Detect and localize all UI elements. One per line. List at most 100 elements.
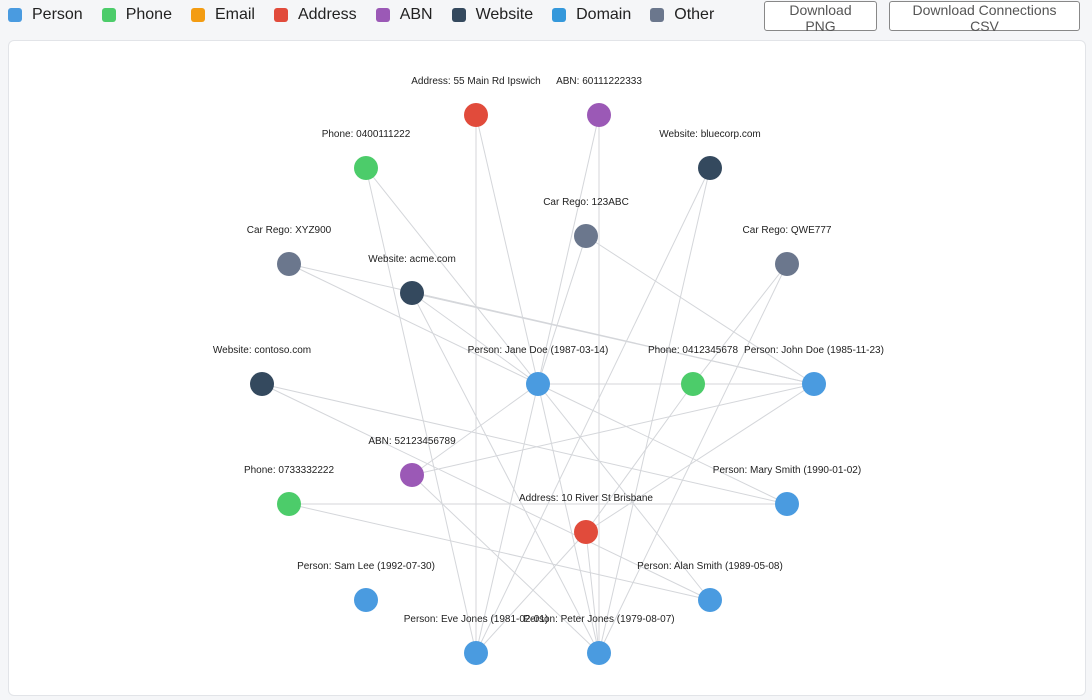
edge-car_123-p_jane <box>537 235 587 385</box>
node-web_acme[interactable]: Website: acme.com <box>368 254 456 305</box>
legend-swatch <box>190 8 205 22</box>
node-label: Website: acme.com <box>368 254 456 265</box>
download-csv-button[interactable]: Download Connections CSV <box>889 1 1080 34</box>
node-p_sam[interactable]: Person: Sam Lee (1992-07-30) <box>297 561 435 612</box>
node-circle[interactable] <box>277 492 301 516</box>
edge-p_jane-p_mary <box>537 383 788 505</box>
legend-item-abn: ABN <box>375 6 433 24</box>
edge-web_contoso-p_alan <box>261 383 711 601</box>
node-circle[interactable] <box>277 252 301 276</box>
legend-swatch <box>650 8 665 22</box>
node-label: ABN: 52123456789 <box>368 436 456 447</box>
node-circle[interactable] <box>526 372 550 396</box>
node-addr_main[interactable]: Address: 55 Main Rd Ipswich <box>411 76 541 127</box>
edge-phone_0733-p_alan <box>288 503 711 601</box>
node-label: Address: 10 River St Brisbane <box>519 493 653 504</box>
nodes-layer: Address: 55 Main Rd Ipswich ABN: 60111222… <box>213 76 884 665</box>
edge-p_jane-p_eve <box>475 383 539 654</box>
edge-p_jane-abn_521 <box>411 383 539 476</box>
node-p_john[interactable]: Person: John Doe (1985-11-23) <box>744 345 884 396</box>
legend-label: Phone <box>125 6 172 23</box>
node-circle[interactable] <box>775 252 799 276</box>
edge-car_123-p_john <box>585 235 815 385</box>
node-label: Person: John Doe (1985-11-23) <box>744 345 884 356</box>
node-circle[interactable] <box>587 641 611 665</box>
node-abn_521[interactable]: ABN: 52123456789 <box>368 436 456 487</box>
node-car_xyz[interactable]: Car Rego: XYZ900 <box>247 225 332 276</box>
edge-phone_0400-p_eve <box>365 167 477 654</box>
node-circle[interactable] <box>698 588 722 612</box>
node-label: Person: Jane Doe (1987-03-14) <box>468 345 609 356</box>
node-car_qwe[interactable]: Car Rego: QWE777 <box>743 225 832 276</box>
node-circle[interactable] <box>574 520 598 544</box>
legend: Person Phone Email Address ABN Website D… <box>8 6 733 24</box>
node-addr_river[interactable]: Address: 10 River St Brisbane <box>519 493 653 544</box>
legend-label: ABN <box>399 6 433 23</box>
edge-addr_main-p_jane <box>475 114 539 385</box>
edge-addr_river-p_eve <box>475 531 587 654</box>
node-p_peter[interactable]: Person: Peter Jones (1979-08-07) <box>523 614 675 665</box>
legend-swatch <box>8 8 22 22</box>
legend-item-phone: Phone <box>101 6 172 24</box>
node-phone_0400[interactable]: Phone: 0400111222 <box>322 129 411 180</box>
node-circle[interactable] <box>400 463 424 487</box>
legend-swatch <box>451 8 466 22</box>
node-label: ABN: 60111222333 <box>556 76 642 87</box>
node-circle[interactable] <box>775 492 799 516</box>
node-circle[interactable] <box>698 156 722 180</box>
edge-abn_601-p_jane <box>537 114 600 385</box>
toolbar: Person Phone Email Address ABN Website D… <box>0 0 1092 36</box>
node-label: Person: Eve Jones (1981-02-01) <box>404 614 549 625</box>
node-p_jane[interactable]: Person: Jane Doe (1987-03-14) <box>468 345 609 396</box>
node-abn_601[interactable]: ABN: 60111222333 <box>556 76 642 127</box>
node-circle[interactable] <box>802 372 826 396</box>
node-circle[interactable] <box>250 372 274 396</box>
edges-layer <box>261 114 815 654</box>
node-p_mary[interactable]: Person: Mary Smith (1990-01-02) <box>713 465 861 516</box>
node-circle[interactable] <box>400 281 424 305</box>
node-phone_0733[interactable]: Phone: 0733332222 <box>244 465 335 516</box>
edge-addr_river-p_peter <box>585 531 600 654</box>
node-web_contoso[interactable]: Website: contoso.com <box>213 345 311 396</box>
edge-phone_0412-addr_river <box>585 383 694 533</box>
node-label: Phone: 0412345678 <box>648 345 739 356</box>
node-web_blue[interactable]: Website: bluecorp.com <box>659 129 761 180</box>
legend-swatch <box>101 8 116 22</box>
node-label: Website: contoso.com <box>213 345 311 356</box>
legend-label: Person <box>32 6 83 23</box>
edge-car_qwe-phone_0412 <box>692 263 788 385</box>
legend-item-domain: Domain <box>552 6 631 24</box>
graph-panel <box>8 40 1086 696</box>
node-p_eve[interactable]: Person: Eve Jones (1981-02-01) <box>404 614 549 665</box>
node-car_123[interactable]: Car Rego: 123ABC <box>543 197 629 248</box>
legend-item-address: Address <box>273 6 357 24</box>
legend-label: Address <box>297 6 357 23</box>
node-circle[interactable] <box>464 103 488 127</box>
node-circle[interactable] <box>574 224 598 248</box>
node-circle[interactable] <box>354 588 378 612</box>
legend-label: Website <box>475 6 534 23</box>
edge-web_blue-p_peter <box>598 167 711 654</box>
legend-label: Email <box>214 6 255 23</box>
download-png-button[interactable]: Download PNG <box>764 1 877 34</box>
node-circle[interactable] <box>681 372 705 396</box>
node-label: Person: Alan Smith (1989-05-08) <box>637 561 783 572</box>
legend-swatch <box>375 8 390 22</box>
node-circle[interactable] <box>464 641 488 665</box>
edge-web_acme-p_jane <box>411 292 539 385</box>
edge-p_john-addr_river <box>585 383 815 533</box>
edge-p_jane-p_peter <box>537 383 600 654</box>
node-phone_0412[interactable]: Phone: 0412345678 <box>648 345 739 396</box>
node-label: Person: Peter Jones (1979-08-07) <box>523 614 674 625</box>
node-circle[interactable] <box>587 103 611 127</box>
legend-item-other: Other <box>650 6 714 24</box>
node-label: Website: bluecorp.com <box>659 129 761 140</box>
node-circle[interactable] <box>354 156 378 180</box>
node-p_alan[interactable]: Person: Alan Smith (1989-05-08) <box>637 561 783 612</box>
edge-p_john-abn_521 <box>411 383 815 476</box>
edge-abn_521-p_peter <box>411 474 600 654</box>
node-label: Person: Mary Smith (1990-01-02) <box>713 465 861 476</box>
legend-item-email: Email <box>190 6 255 24</box>
legend-label: Other <box>674 6 715 23</box>
